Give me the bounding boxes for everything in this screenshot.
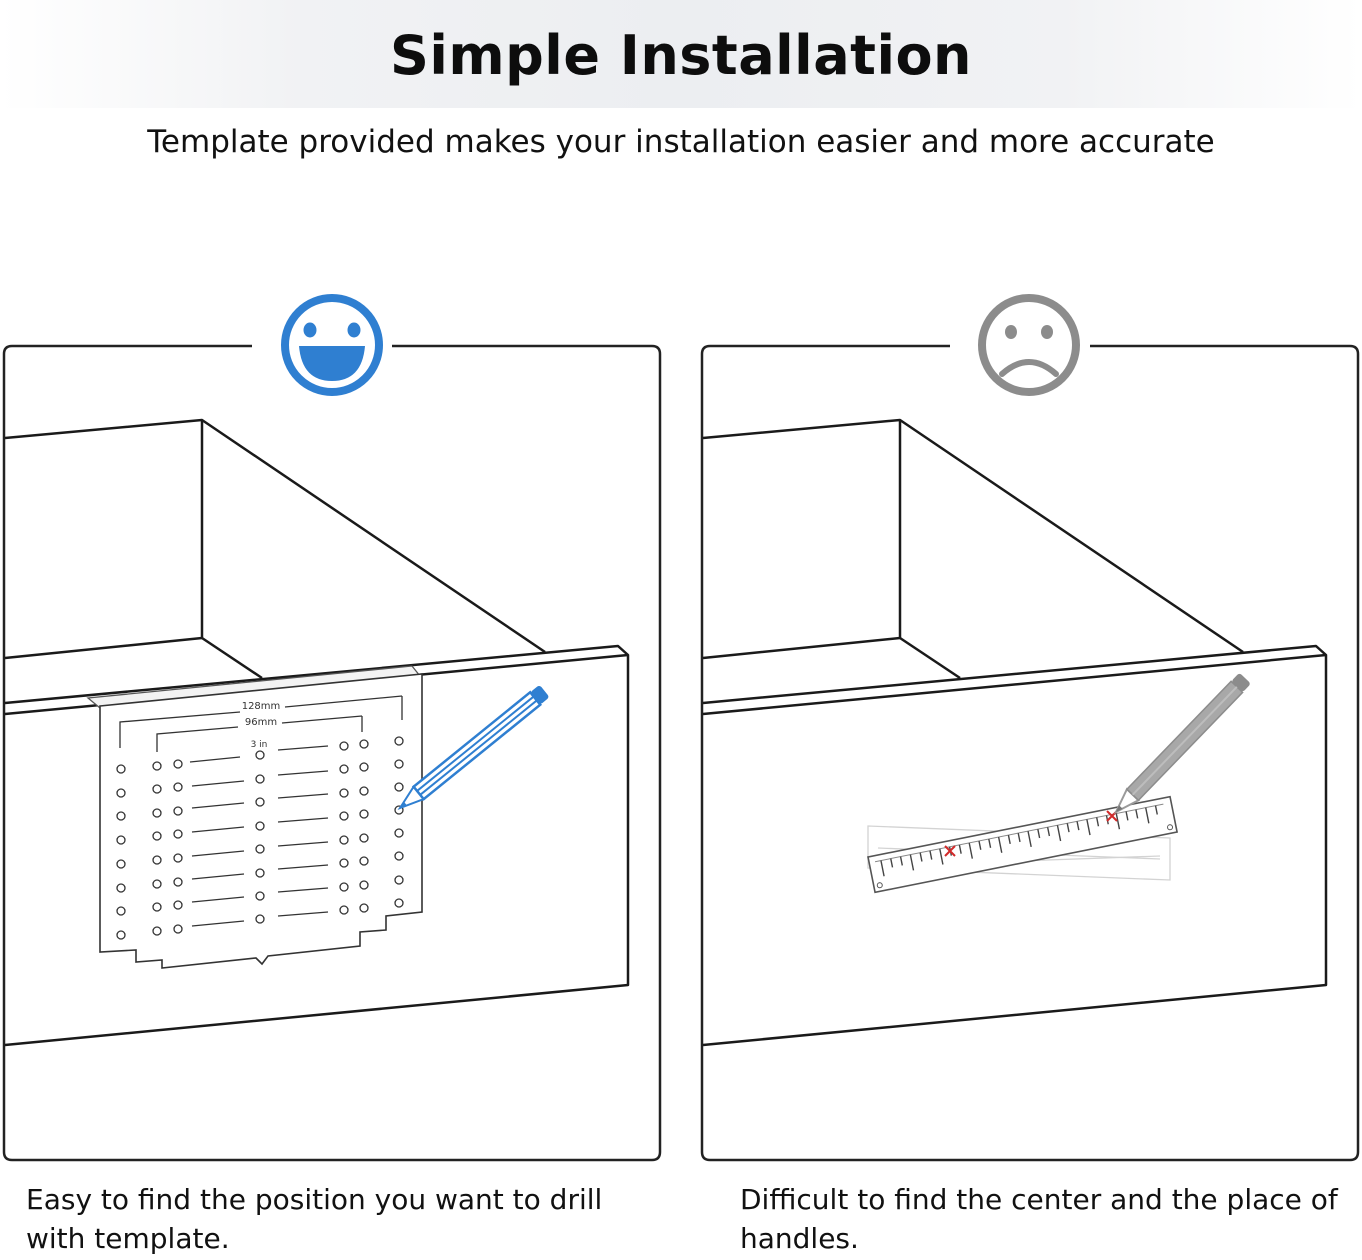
panel-left: 128mm 96mm 3 in bbox=[2, 294, 662, 1162]
template-holes bbox=[116, 736, 404, 940]
drilling-template: 128mm 96mm 3 in bbox=[86, 665, 423, 969]
sad-face-icon bbox=[978, 294, 1080, 396]
template-label-128mm: 128mm bbox=[242, 701, 281, 712]
panel-right bbox=[700, 294, 1360, 1162]
drawer-drawing bbox=[702, 418, 1328, 1047]
caption-left: Easy to find the position you want to dr… bbox=[26, 1183, 603, 1255]
drawer-drawing bbox=[4, 418, 630, 1047]
panel-frame bbox=[2, 344, 662, 1162]
title-band bbox=[0, 0, 1362, 108]
page-subtitle: Template provided makes your installatio… bbox=[147, 124, 1215, 160]
page-title: Simple Installation bbox=[389, 24, 972, 87]
template-label-96mm: 96mm bbox=[245, 717, 277, 728]
caption-right: Difficult to find the center and the pla… bbox=[740, 1183, 1338, 1255]
pencil-icon bbox=[1113, 673, 1250, 815]
template-label-3in: 3 in bbox=[251, 740, 268, 750]
happy-face-icon bbox=[281, 294, 383, 396]
pencil-icon bbox=[397, 685, 549, 810]
panel-frame bbox=[700, 344, 1360, 1162]
